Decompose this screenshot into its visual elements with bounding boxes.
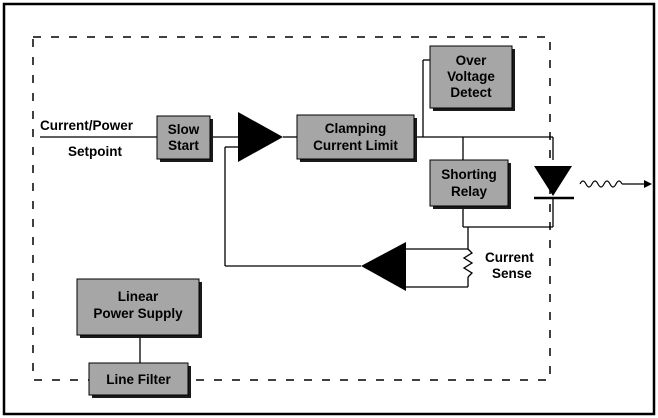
sense-resistor [462,248,474,278]
over-voltage-label-3: Detect [450,85,492,100]
slow-start-label-1: Slow [168,122,200,137]
current-sense-label-1: Current [485,250,534,265]
line-filter-label: Line Filter [106,372,171,387]
setpoint-label-bottom: Setpoint [68,144,122,159]
shorting-relay-label-2: Relay [451,184,488,199]
current-sense-label-2: Sense [492,266,532,281]
linear-power-supply-block: Linear Power Supply [76,278,202,338]
psu-label-1: Linear [118,289,159,304]
slow-start-block: Slow Start [156,115,213,162]
wiring [40,59,554,363]
setpoint-label-top: Current/Power [40,118,134,133]
clamping-label-2: Current Limit [313,138,398,153]
shorting-relay-block: Shorting Relay [429,159,511,209]
psu-label-2: Power Supply [93,306,183,321]
over-voltage-label-1: Over [456,53,488,68]
line-filter-block: Line Filter [88,362,191,398]
clamping-label-1: Clamping [325,121,387,136]
shorting-relay-label-1: Shorting [441,167,497,182]
enclosure-boundary [32,36,551,381]
clamping-current-limit-block: Clamping Current Limit [296,114,417,162]
laser-diode-icon [534,166,652,200]
slow-start-label-2: Start [168,138,199,153]
sense-amplifier-icon [361,242,406,291]
error-amplifier-icon [238,112,283,162]
over-voltage-detect-block: Over Voltage Detect [429,45,515,111]
over-voltage-label-2: Voltage [447,69,495,84]
